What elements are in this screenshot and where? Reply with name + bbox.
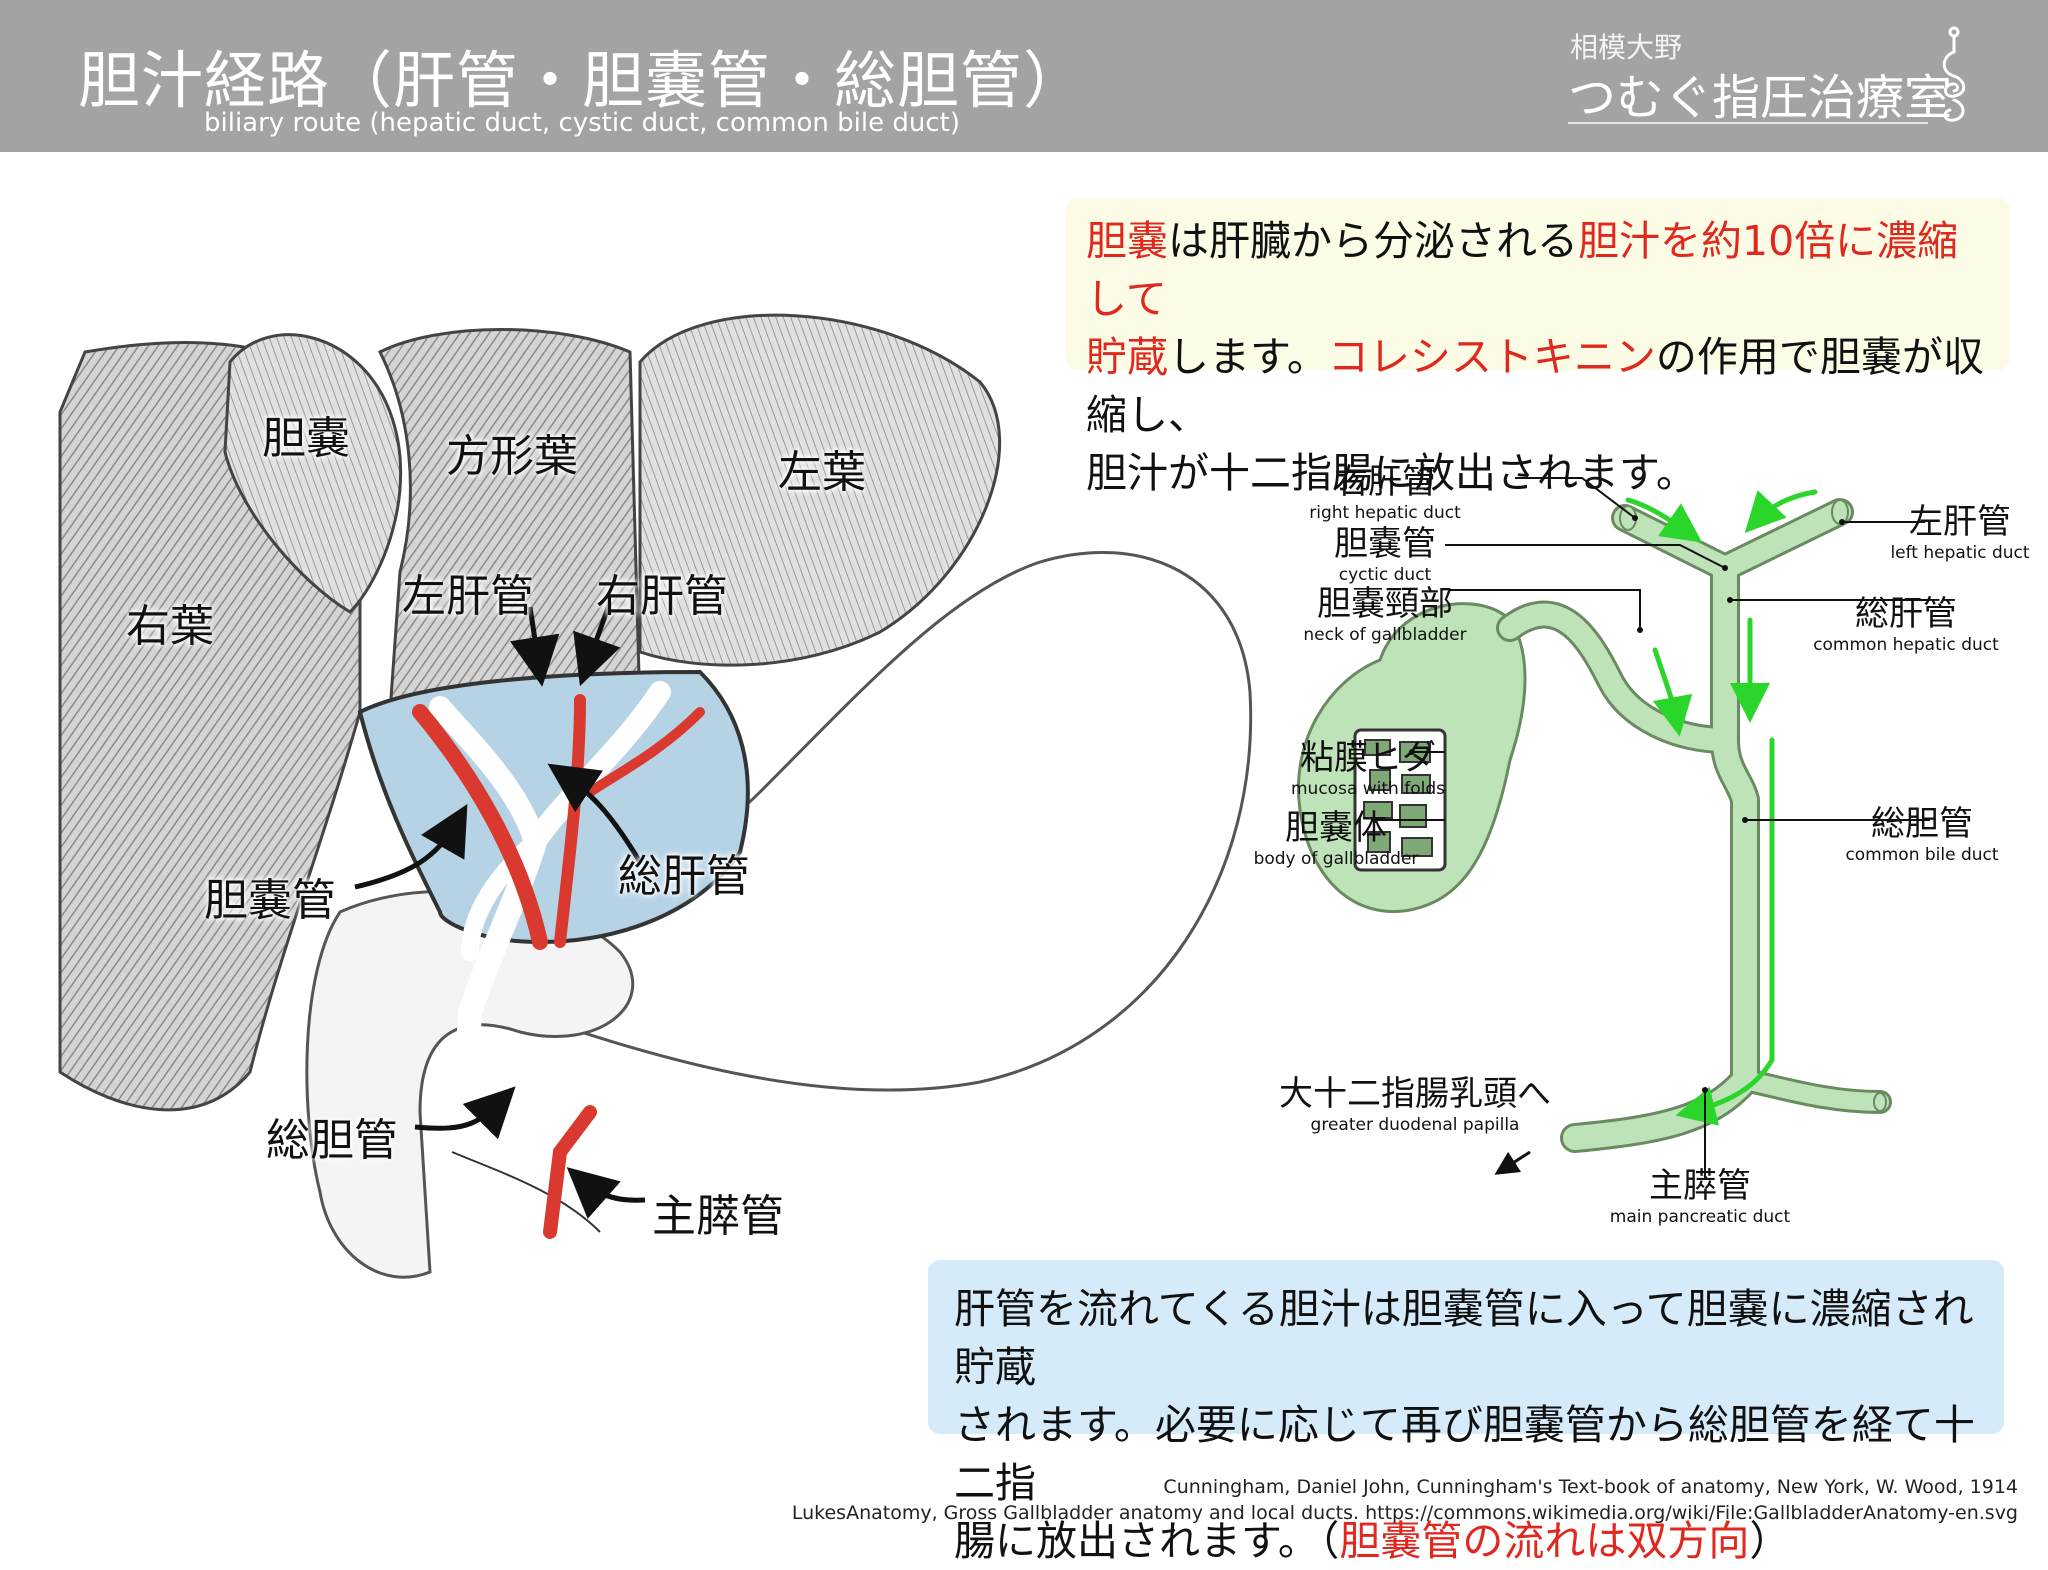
left-lobe-shape xyxy=(638,313,1002,667)
gallbladder-shape xyxy=(223,333,403,614)
bile-flow-note: 肝管を流れてくる胆汁は胆嚢管に入って胆嚢に濃縮され貯蔵 されます。必要に応じて再… xyxy=(928,1260,2004,1565)
label-en: common hepatic duct xyxy=(1813,635,1999,655)
note-red-text: 胆嚢 xyxy=(1086,217,1168,265)
label-en: neck of gallbladder xyxy=(1303,625,1467,645)
label-common-hepatic-duct: 総肝管 xyxy=(618,851,750,902)
label-jp: 胆嚢管 xyxy=(1334,524,1436,564)
note-text: されます。必要に応じて再び胆嚢管から総胆管を経て十二指 xyxy=(954,1401,1975,1507)
label-jp: 右肝管 xyxy=(1334,462,1436,502)
label-jp: 総胆管 xyxy=(1871,804,1973,844)
image-credits: Cunningham, Daniel John, Cunningham's Te… xyxy=(792,1474,2018,1526)
label-jp: 左肝管 xyxy=(1909,502,2011,542)
label-right-hepatic-duct: 右肝管 xyxy=(596,571,728,622)
biliary-schematic xyxy=(1297,477,1930,1178)
label-jp: 粘膜ヒダ xyxy=(1300,738,1436,778)
label-jp: 大十二指腸乳頭へ xyxy=(1279,1074,1551,1114)
label-en: body of gallbladder xyxy=(1253,849,1419,869)
page-title: 胆汁経路（肝管・胆嚢管・総胆管） xyxy=(78,44,1087,117)
schematic-body: 胆嚢体 body of gallbladder xyxy=(1246,800,1426,869)
label-quadrate-lobe: 方形葉 xyxy=(446,431,578,482)
note-red-text: コレシストキニン xyxy=(1327,333,1656,381)
schematic-neck: 胆嚢頸部 neck of gallbladder xyxy=(1290,576,1480,645)
schematic-common-bile-duct: 総胆管 common bile duct xyxy=(1832,796,2012,865)
schematic-right-hepatic-duct: 右肝管 right hepatic duct xyxy=(1300,454,1470,523)
brand-location: 相模大野 xyxy=(1570,31,1683,64)
note-text: は肝臓から分泌される xyxy=(1168,217,1578,265)
schematic-pancreatic-duct: 主膵管 main pancreatic duct xyxy=(1600,1158,1800,1227)
schematic-mucosa: 粘膜ヒダ mucosa with folds xyxy=(1278,730,1458,799)
label-gallbladder: 胆嚢 xyxy=(262,413,350,464)
page-subtitle: biliary route (hepatic duct, cystic duct… xyxy=(204,108,960,138)
note-text: します。 xyxy=(1168,333,1328,381)
schematic-left-hepatic-duct: 左肝管 left hepatic duct xyxy=(1880,494,2040,563)
label-right-lobe: 右葉 xyxy=(126,601,214,652)
label-en: mucosa with folds xyxy=(1291,779,1445,799)
label-left-hepatic-duct: 左肝管 xyxy=(402,571,534,622)
label-en: left hepatic duct xyxy=(1890,543,2030,563)
label-main-pancreatic-duct: 主膵管 xyxy=(652,1191,784,1242)
label-en: main pancreatic duct xyxy=(1609,1207,1791,1227)
note-red-text: 胆汁を約10倍に濃縮して xyxy=(1086,217,1959,323)
note-red-text: 貯蔵 xyxy=(1086,333,1168,381)
label-en: right hepatic duct xyxy=(1309,503,1461,523)
label-en: common bile duct xyxy=(1845,845,1999,865)
label-jp: 胆嚢体 xyxy=(1285,808,1387,848)
spiral-logo-icon xyxy=(1942,26,1966,122)
credit-line: Cunningham, Daniel John, Cunningham's Te… xyxy=(1163,1476,2018,1498)
label-cystic-duct: 胆嚢管 xyxy=(204,875,336,926)
brand-name: つむぐ指圧治療室 xyxy=(1568,70,1953,126)
liver-illustration xyxy=(58,313,1253,1279)
label-en: cyctic duct xyxy=(1338,565,1432,585)
schematic-common-hepatic-duct: 総肝管 common hepatic duct xyxy=(1806,586,2006,655)
label-left-lobe: 左葉 xyxy=(778,447,866,498)
label-en: greater duodenal papilla xyxy=(1310,1115,1520,1135)
label-jp: 総肝管 xyxy=(1855,594,1957,634)
label-common-bile-duct: 総胆管 xyxy=(266,1115,398,1166)
header-bar: 胆汁経路（肝管・胆嚢管・総胆管） biliary route (hepatic … xyxy=(0,0,2048,152)
label-jp: 胆嚢頸部 xyxy=(1317,584,1453,624)
label-jp: 主膵管 xyxy=(1649,1166,1751,1206)
stomach-shape xyxy=(467,550,1253,1092)
gallbladder-function-note: 胆嚢は肝臓から分泌される胆汁を約10倍に濃縮して 貯蔵します。コレシストキニンの… xyxy=(1066,198,2010,497)
schematic-cystic-duct: 胆嚢管 cyctic duct xyxy=(1300,516,1470,585)
schematic-papilla: 大十二指腸乳頭へ greater duodenal papilla xyxy=(1260,1066,1570,1135)
mucosa-window xyxy=(1353,728,1447,872)
illustration-arrows xyxy=(354,601,646,1219)
note-text: 肝管を流れてくる胆汁は胆嚢管に入って胆嚢に濃縮され貯蔵 xyxy=(954,1285,1974,1391)
brand-underline xyxy=(1568,122,1928,124)
note-text: の作用で胆嚢が収縮し、 xyxy=(1086,333,1984,439)
credit-line: LukesAnatomy, Gross Gallbladder anatomy … xyxy=(791,1502,2018,1524)
